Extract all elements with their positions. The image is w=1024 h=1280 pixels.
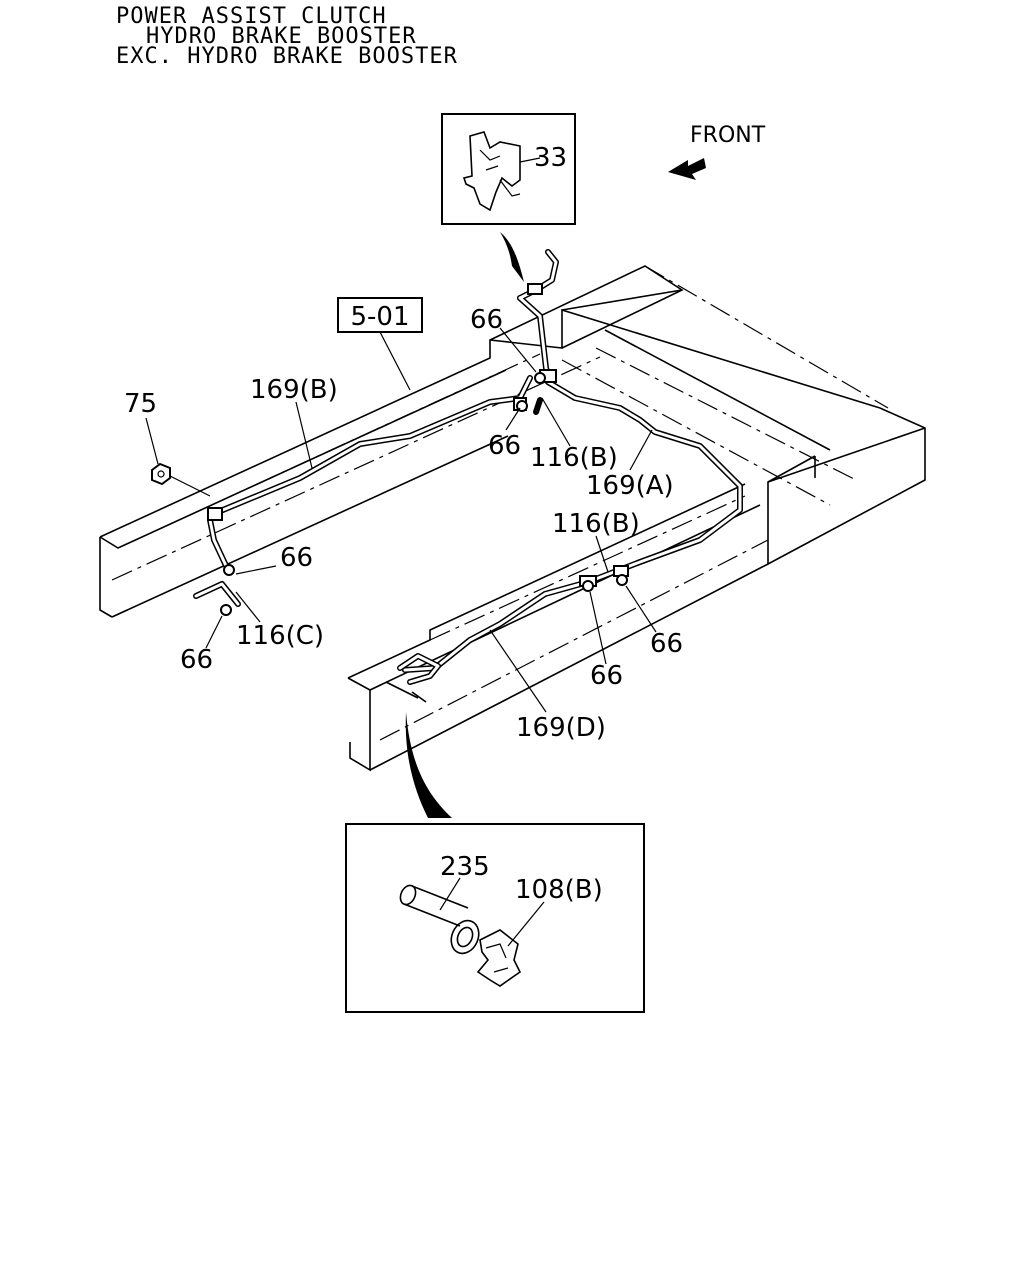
callout-116c: 116(C)	[236, 621, 324, 651]
callout-235: 235	[440, 852, 490, 882]
callout-66-lower: 66	[590, 661, 623, 691]
frame-cross-member	[489, 265, 926, 566]
detail-box-33: 33	[441, 113, 576, 225]
callout-66-top: 66	[470, 305, 503, 335]
callout-116b-top: 116(B)	[530, 443, 618, 473]
callout-66-mid: 66	[488, 431, 521, 461]
nut-75	[151, 462, 211, 497]
callout-66-left: 66	[280, 543, 313, 573]
callout-66-right: 66	[650, 629, 683, 659]
leader-lines	[145, 327, 657, 713]
header-line-3: EXC. HYDRO BRAKE BOOSTER	[116, 44, 458, 69]
detail-pointer-bottom	[405, 712, 452, 818]
callout-108b: 108(B)	[515, 875, 603, 905]
callout-169b: 169(B)	[250, 375, 338, 405]
callout-169d: 169(D)	[516, 713, 606, 743]
front-direction: FRONT	[668, 123, 766, 180]
callout-33: 33	[534, 143, 567, 173]
detail-box-bottom: 235 108(B)	[345, 823, 645, 1013]
callout-75: 75	[124, 389, 157, 419]
reference-5-01: 5-01	[337, 297, 423, 391]
header-line-2: HYDRO BRAKE BOOSTER	[146, 24, 417, 49]
callout-169a: 169(A)	[586, 471, 674, 501]
callout-66-bottom-left: 66	[180, 645, 213, 675]
header-line-1: POWER ASSIST CLUTCH	[116, 4, 387, 29]
callout-116b-right: 116(B)	[552, 509, 640, 539]
detail-pointer-top	[500, 232, 524, 282]
front-label: FRONT	[690, 123, 766, 148]
frame-right-rail	[347, 483, 769, 772]
front-arrow-icon	[668, 158, 706, 180]
reference-label: 5-01	[350, 302, 409, 332]
